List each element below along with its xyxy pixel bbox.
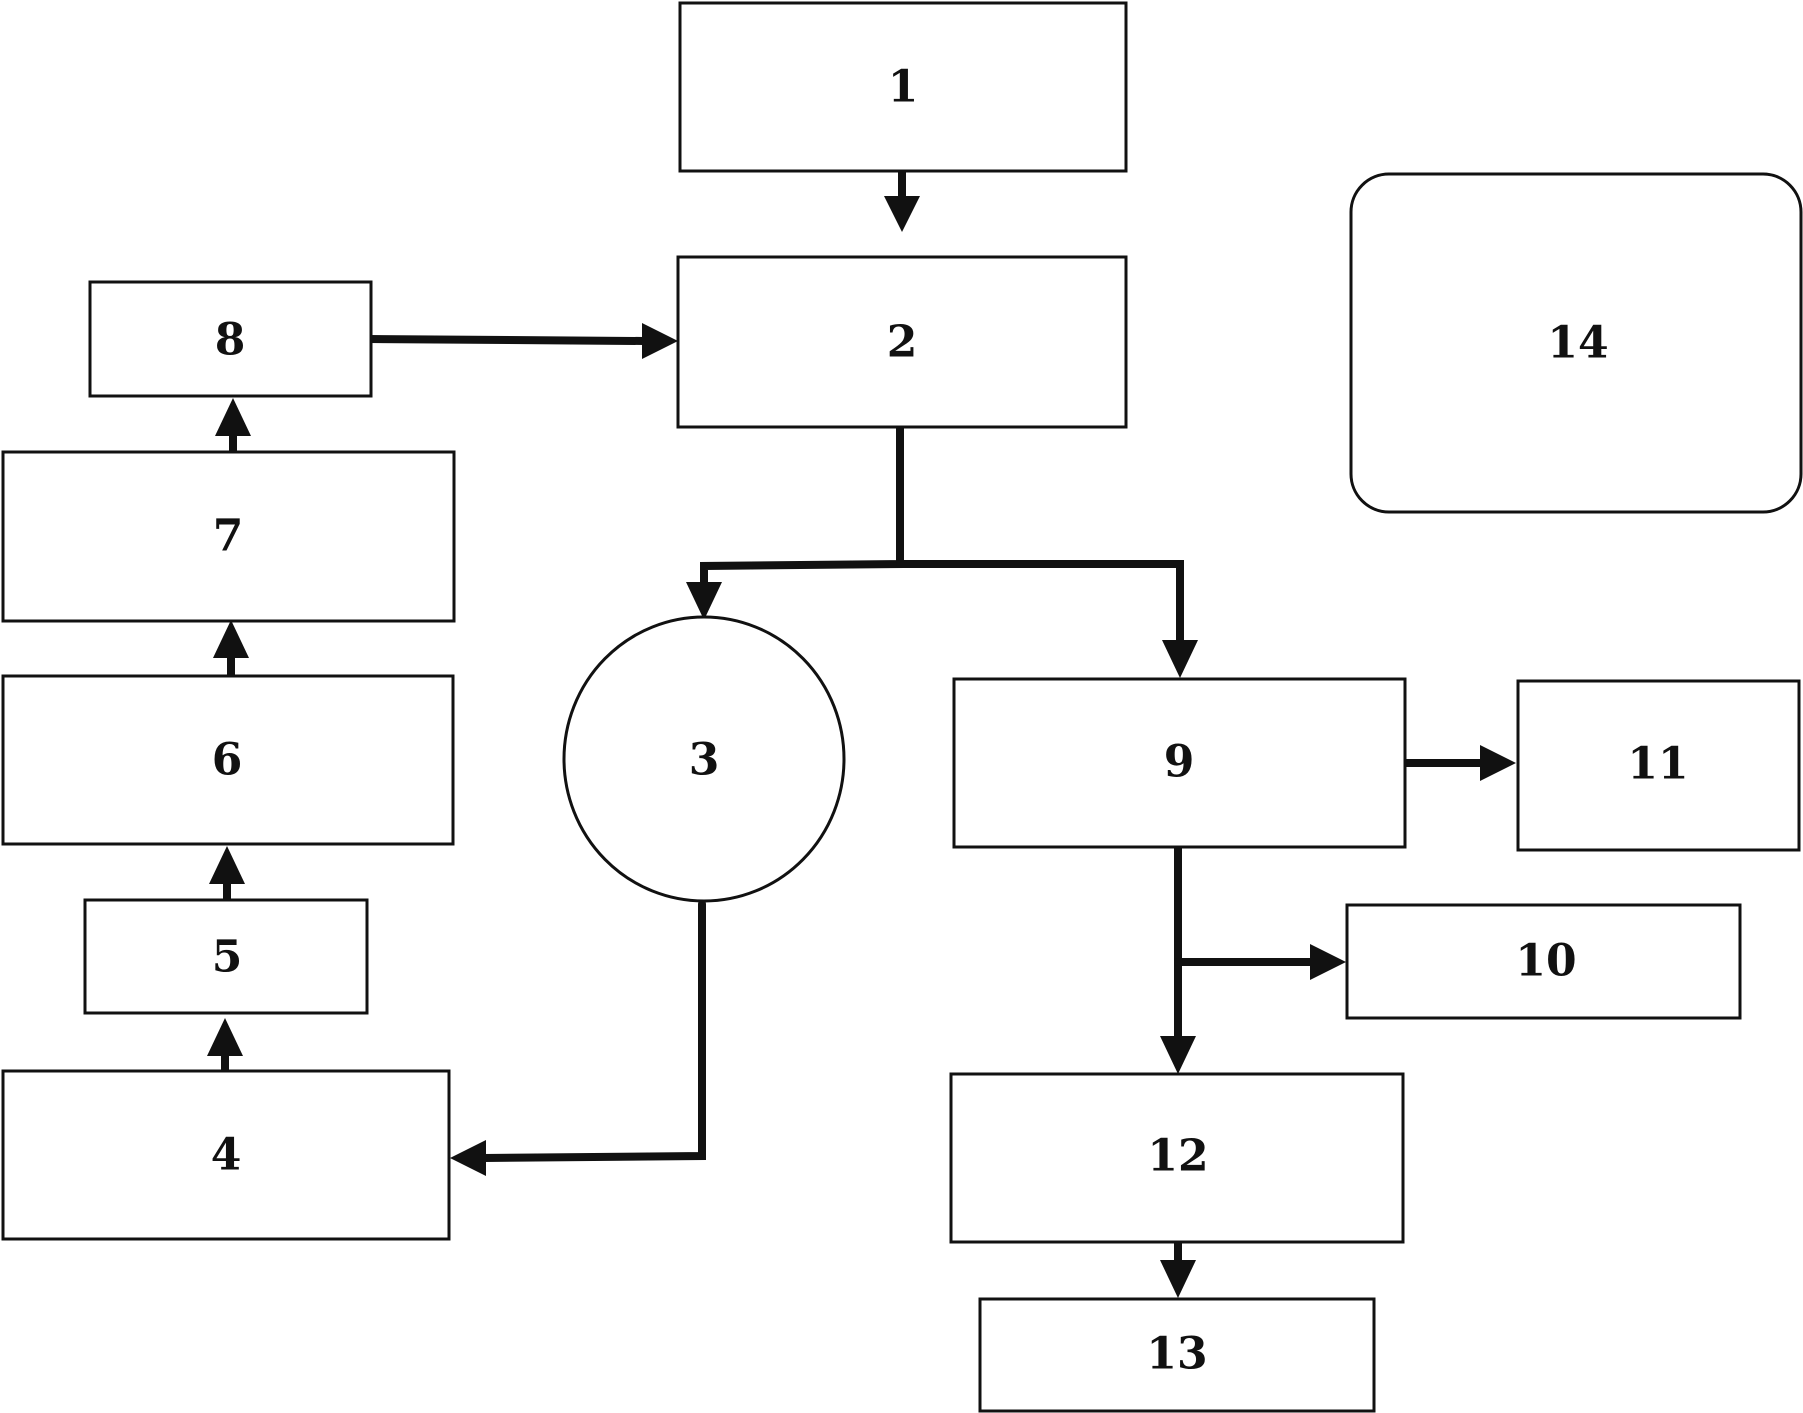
edge-12-to-13-arrowhead (1160, 1260, 1196, 1298)
edge-7-to-8-arrowhead (215, 398, 251, 436)
node-4: 4 (1, 1069, 451, 1241)
edge-8-to-2-arrowhead (642, 323, 678, 359)
node-12-box (949, 1072, 1405, 1244)
edge-9-to-11-arrowhead (1480, 745, 1516, 781)
edge-4-to-5-arrowhead (207, 1018, 243, 1056)
node-7: 7 (1, 450, 456, 623)
node-2-box (676, 255, 1128, 429)
edge-3-to-4-arrowhead (450, 1140, 486, 1176)
edge-2-to-3-and-9 (700, 424, 904, 588)
node-7-box (1, 450, 456, 623)
node-5-box (83, 898, 369, 1015)
node-11-label: 11 (1627, 739, 1688, 790)
node-8: 8 (88, 280, 373, 398)
node-9-box (952, 677, 1407, 849)
edge-8-to-2 (365, 335, 648, 345)
node-14: 14 (1349, 172, 1803, 514)
node-13-box (978, 1297, 1376, 1413)
node-6: 6 (1, 674, 455, 846)
node-12: 12 (949, 1072, 1405, 1244)
node-8-box (88, 280, 373, 398)
node-10-box (1345, 903, 1742, 1020)
edge-9-to-10-arrowhead (1310, 944, 1346, 980)
node-2-label: 2 (887, 317, 918, 368)
node-9: 9 (952, 677, 1407, 849)
node-1-box (678, 1, 1128, 173)
node-1-label: 1 (888, 62, 919, 113)
node-5-label: 5 (212, 932, 243, 983)
node-14-label: 14 (1547, 318, 1608, 369)
edge-9-to-12-arrowhead (1160, 1036, 1196, 1074)
node-5: 5 (83, 898, 369, 1015)
node-9-label: 9 (1164, 737, 1195, 788)
node-6-label: 6 (212, 735, 243, 786)
node-10: 10 (1345, 903, 1742, 1020)
node-2: 2 (676, 255, 1128, 429)
node-8-label: 8 (215, 315, 246, 366)
edge-1-to-2-arrowhead (884, 196, 920, 232)
node-3-label: 3 (689, 735, 720, 786)
node-11: 11 (1516, 679, 1801, 852)
edge-2-to-3-arrowhead (686, 582, 722, 620)
node-14-box (1349, 172, 1803, 514)
node-4-label: 4 (211, 1130, 242, 1181)
node-3-circle (562, 615, 846, 903)
node-1: 1 (678, 1, 1128, 173)
node-6-box (1, 674, 455, 846)
edge-5-to-6-arrowhead (209, 846, 245, 884)
edges (207, 166, 1516, 1298)
node-7-label: 7 (213, 511, 244, 562)
edge-6-to-7-arrowhead (213, 620, 249, 658)
edge-2-to-9-arrowhead (1162, 640, 1198, 678)
node-10-label: 10 (1515, 936, 1576, 987)
node-11-box (1516, 679, 1801, 852)
node-3: 3 (562, 615, 846, 903)
node-12-label: 12 (1147, 1131, 1208, 1182)
node-13-label: 13 (1146, 1329, 1207, 1380)
node-13: 13 (978, 1297, 1376, 1413)
edge-2-to-9 (896, 560, 1184, 646)
node-4-box (1, 1069, 451, 1241)
edge-3-to-4 (480, 900, 706, 1162)
